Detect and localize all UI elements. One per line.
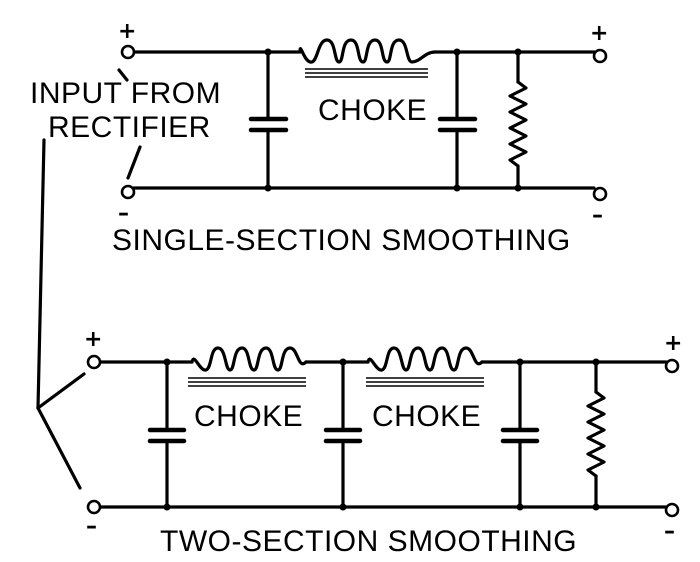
- single-junction-dot: [453, 48, 461, 56]
- two-junction-dot: [339, 358, 347, 366]
- two-junction-dot: [339, 503, 347, 511]
- single-output-positive-terminal: [592, 48, 608, 64]
- two-junction-dot: [592, 503, 600, 511]
- two-junction-dot: [516, 503, 524, 511]
- minus-sign: –: [118, 201, 129, 226]
- bracket-to-plus: [36, 372, 86, 410]
- input-label-line-1: INPUT FROM: [30, 77, 221, 110]
- single-junction-dot: [264, 48, 272, 56]
- plus-sign: +: [590, 21, 608, 46]
- single-resistor: [508, 50, 528, 190]
- two-choke-2-label: CHOKE: [372, 400, 481, 433]
- plus-sign: +: [664, 331, 682, 356]
- single-junction-dot: [264, 184, 272, 192]
- input-label-line-2: RECTIFIER: [48, 111, 211, 144]
- two-capacitor-1: [147, 360, 187, 509]
- single-capacitor-2: [437, 50, 478, 190]
- two-junction-dot: [592, 358, 600, 366]
- minus-sign: –: [664, 519, 675, 544]
- two-input-negative-terminal: [86, 499, 102, 515]
- bracket-to-minus: [36, 406, 82, 490]
- single-input-positive-terminal: [120, 44, 136, 60]
- two-choke-coil-1: [190, 346, 308, 372]
- minus-sign: –: [86, 514, 97, 539]
- two-output-negative-terminal: [664, 502, 680, 518]
- two-resistor: [586, 360, 606, 509]
- single-junction-dot: [514, 48, 522, 56]
- single-choke-coil: [298, 38, 437, 64]
- two-choke-1-label: CHOKE: [194, 400, 303, 433]
- single-junction-dot: [514, 184, 522, 192]
- single-choke-label: CHOKE: [318, 94, 427, 127]
- two-input-positive-terminal: [86, 354, 102, 370]
- bracket-line: [36, 138, 46, 410]
- input-label-group: INPUT FROM RECTIFIER: [30, 68, 221, 490]
- two-choke-coil-2: [366, 346, 484, 372]
- two-output-positive-terminal: [664, 358, 680, 374]
- single-capacitor-1: [248, 50, 289, 190]
- two-section-caption: TWO-SECTION SMOOTHING: [160, 525, 577, 558]
- two-capacitor-3: [500, 360, 540, 509]
- single-section-caption: SINGLE-SECTION SMOOTHING: [112, 224, 571, 257]
- single-junction-dot: [453, 184, 461, 192]
- single-output-negative-terminal: [592, 186, 608, 202]
- two-junction-dot: [516, 358, 524, 366]
- plus-sign: +: [84, 327, 102, 352]
- minus-sign: –: [592, 203, 603, 228]
- two-capacitor-2: [323, 360, 363, 509]
- pointer-to-minus: [126, 145, 142, 180]
- single-section-circuit: CHOKE: [112, 19, 608, 257]
- pointer-to-plus: [117, 68, 129, 82]
- single-input-negative-terminal: [120, 184, 136, 200]
- two-junction-dot: [163, 503, 171, 511]
- two-section-circuit: CHOKE CHOKE: [84, 327, 682, 558]
- plus-sign: +: [118, 19, 136, 44]
- two-junction-dot: [163, 358, 171, 366]
